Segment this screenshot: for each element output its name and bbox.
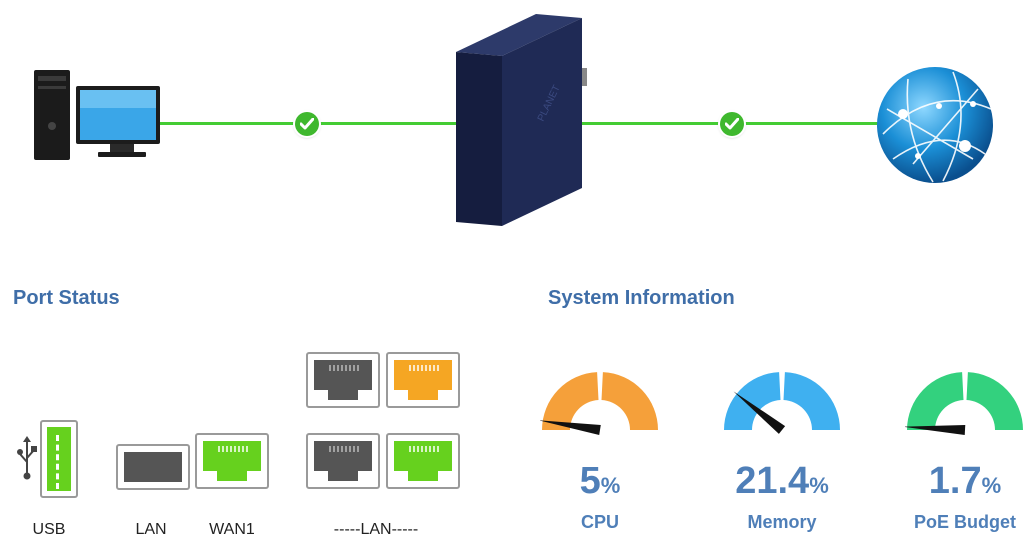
- poe-budget-label: PoE Budget: [914, 512, 1016, 532]
- gauge-arc-segment: [542, 372, 599, 430]
- system-information-title: System Information: [548, 287, 735, 309]
- lan-port[interactable]: [116, 444, 190, 490]
- usb-port-label: USB: [32, 521, 66, 538]
- gauge-needle: [733, 391, 786, 434]
- desktop-computer-icon[interactable]: [32, 66, 162, 166]
- cpu-value-unit: %: [600, 473, 621, 498]
- gauge-arc-segment: [966, 372, 1023, 430]
- wan1-port[interactable]: [195, 433, 269, 489]
- check-circle-icon: [295, 112, 319, 136]
- rj45-socket-icon: [203, 441, 261, 481]
- cpu-value-number: 5: [579, 460, 601, 502]
- port-status-title: Port Status: [13, 287, 120, 309]
- gauge-arc-segment: [601, 372, 658, 430]
- gauge-needle: [905, 425, 966, 435]
- rj45-socket-icon: [394, 360, 452, 400]
- memory-value-unit: %: [809, 473, 829, 498]
- gauge-arc-segment: [783, 372, 840, 430]
- lan-group-label: -----LAN-----: [333, 521, 419, 538]
- memory-value-number: 21.4: [735, 460, 810, 502]
- gauge-needle: [540, 420, 601, 435]
- poe-budget-value: 1.7%: [885, 460, 1031, 503]
- memory-value: 21.4%: [702, 460, 862, 503]
- gauge-arc-segment: [724, 372, 781, 430]
- lan-port-3[interactable]: [306, 433, 380, 489]
- lan-port-4[interactable]: [386, 433, 460, 489]
- rj45-socket-icon: [394, 441, 452, 481]
- rj45-socket-icon: [314, 360, 372, 400]
- switch-device-icon[interactable]: PLANET: [448, 12, 593, 230]
- lan-port-2[interactable]: [386, 352, 460, 408]
- check-circle-icon: [720, 112, 744, 136]
- cpu-label: CPU: [580, 512, 619, 532]
- usb-port[interactable]: [40, 420, 78, 498]
- rj45-socket-icon: [314, 441, 372, 481]
- poe-budget-gauge: [905, 372, 1023, 435]
- memory-label: Memory: [747, 512, 817, 532]
- cpu-value: 5%: [520, 460, 680, 503]
- memory-gauge: [724, 372, 840, 434]
- globe-icon[interactable]: [873, 64, 997, 186]
- poe-budget-value-unit: %: [981, 473, 1002, 498]
- cpu-gauge: [540, 372, 658, 435]
- gauge-arc-segment: [907, 372, 964, 430]
- wan1-port-label: WAN1: [209, 521, 255, 538]
- lan-port-1[interactable]: [306, 352, 380, 408]
- lan-port-label: LAN: [135, 521, 167, 538]
- usb-icon: [17, 436, 37, 480]
- poe-budget-value-number: 1.7: [928, 460, 982, 502]
